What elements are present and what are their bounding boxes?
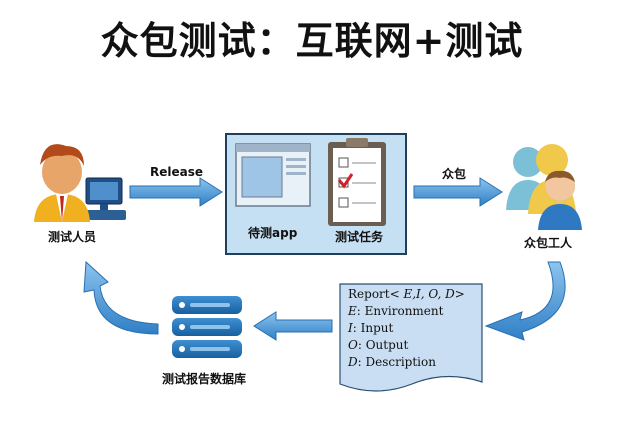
report-line-description: D: Description (348, 355, 436, 369)
clipboard-checklist-icon (328, 138, 386, 226)
tester-person-icon (34, 144, 126, 222)
database-icon (172, 296, 242, 358)
release-label: Release (150, 165, 204, 179)
tester-label: 测试人员 (48, 230, 97, 244)
workers-label: 众包工人 (524, 236, 573, 250)
tasks-label: 测试任务 (335, 230, 384, 244)
report-text: Report< E,I, O, D> E: Environment I: Inp… (348, 286, 465, 371)
report-header: Report< E,I, O, D> (348, 287, 465, 301)
report-document-icon (339, 283, 483, 392)
database-label: 测试报告数据库 (162, 372, 247, 386)
app-window-icon (235, 143, 311, 207)
report-line-environment: E: Environment (348, 304, 444, 318)
release-arrow (129, 177, 223, 207)
user-group-icon (506, 144, 582, 230)
workers-to-report-arrow (484, 261, 566, 341)
crowdsource-arrow (413, 177, 503, 207)
crowdsource-label: 众包 (442, 167, 467, 181)
database-to-tester-arrow (83, 260, 159, 335)
page-title: 众包测试：互联网+测试 (100, 19, 524, 63)
report-line-input: I: Input (348, 321, 394, 335)
report-to-database-arrow (253, 311, 333, 341)
app-label: 待测app (248, 226, 298, 240)
report-line-output: O: Output (348, 338, 409, 352)
